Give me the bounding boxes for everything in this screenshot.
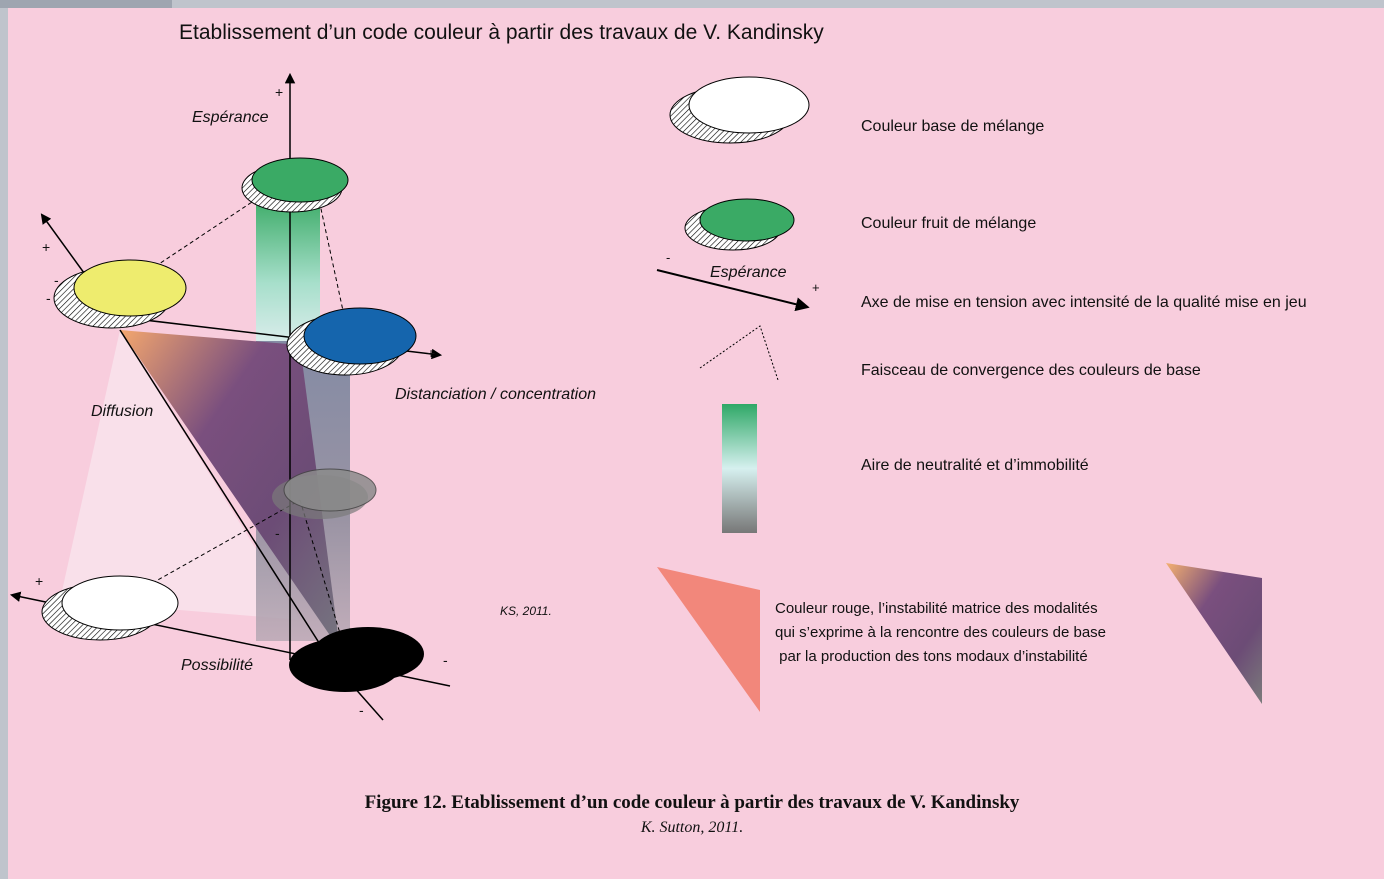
legend-fruit-disc: [684, 198, 795, 251]
legend-fruit-text: Couleur fruit de mélange: [861, 215, 1036, 232]
diffusion-label: Diffusion: [91, 403, 153, 420]
blue-disc: [286, 307, 417, 376]
legend-faisceau-text: Faisceau de convergence des couleurs de …: [861, 362, 1201, 379]
legend-red-triangle: [657, 567, 760, 712]
legend-axis-text: Axe de mise en tension avec intensité de…: [861, 294, 1307, 311]
legend-base-text: Couleur base de mélange: [861, 118, 1044, 135]
legend-faisceau-lines: [699, 325, 779, 381]
instability-triangle: [120, 330, 340, 650]
minus-sign: -: [666, 250, 670, 265]
plus-sign: +: [35, 573, 43, 589]
signature: KS, 2011.: [500, 604, 552, 618]
esperance-label: Espérance: [192, 109, 269, 126]
possibilite-label: Possibilité: [181, 657, 253, 674]
legend-modal-triangle: [1166, 563, 1262, 704]
white-disc: [41, 575, 179, 641]
legend-aire-swatch: [722, 404, 757, 533]
plus-sign: +: [42, 239, 50, 255]
legend-rouge-line-1: Couleur rouge, l’instabilité matrice des…: [775, 600, 1098, 617]
figure-caption: Figure 12. Etablissement d’un code coule…: [365, 792, 1020, 813]
minus-sign: -: [54, 272, 59, 288]
legend-rouge-line-3: par la production des tons modaux d’inst…: [775, 648, 1088, 665]
diffusion-edge: [119, 329, 331, 661]
convergence-line: [317, 194, 346, 321]
page-title: Etablissement d’un code couleur à partir…: [179, 21, 824, 44]
yellow-disc: [53, 259, 187, 329]
legend-rouge-line-2: qui s’exprime à la rencontre des couleur…: [775, 624, 1106, 641]
plus-sign: +: [275, 84, 283, 100]
legend-base-disc: [669, 76, 810, 144]
legend-aire-text: Aire de neutralité et d’immobilité: [861, 457, 1089, 474]
minus-sign: -: [46, 290, 51, 306]
lower-light-area: [60, 330, 300, 620]
legend-axis-label: Espérance: [710, 264, 787, 281]
minus-sign: -: [359, 702, 364, 718]
plus-sign: +: [427, 345, 435, 361]
plus-sign: +: [812, 280, 820, 295]
legend-axis-arrow: [656, 269, 810, 312]
minus-sign: -: [275, 525, 280, 541]
figure-source: K. Sutton, 2011.: [640, 819, 743, 836]
grey-disc: [272, 468, 377, 519]
convergence-line: [299, 499, 346, 651]
corner-block: [0, 0, 172, 8]
green-disc: [241, 157, 349, 213]
green-column: [256, 196, 320, 341]
convergence-line: [139, 499, 301, 591]
distanciation-label: Distanciation / concentration: [395, 386, 596, 403]
minus-sign: -: [443, 652, 448, 668]
black-disc: [289, 627, 424, 692]
